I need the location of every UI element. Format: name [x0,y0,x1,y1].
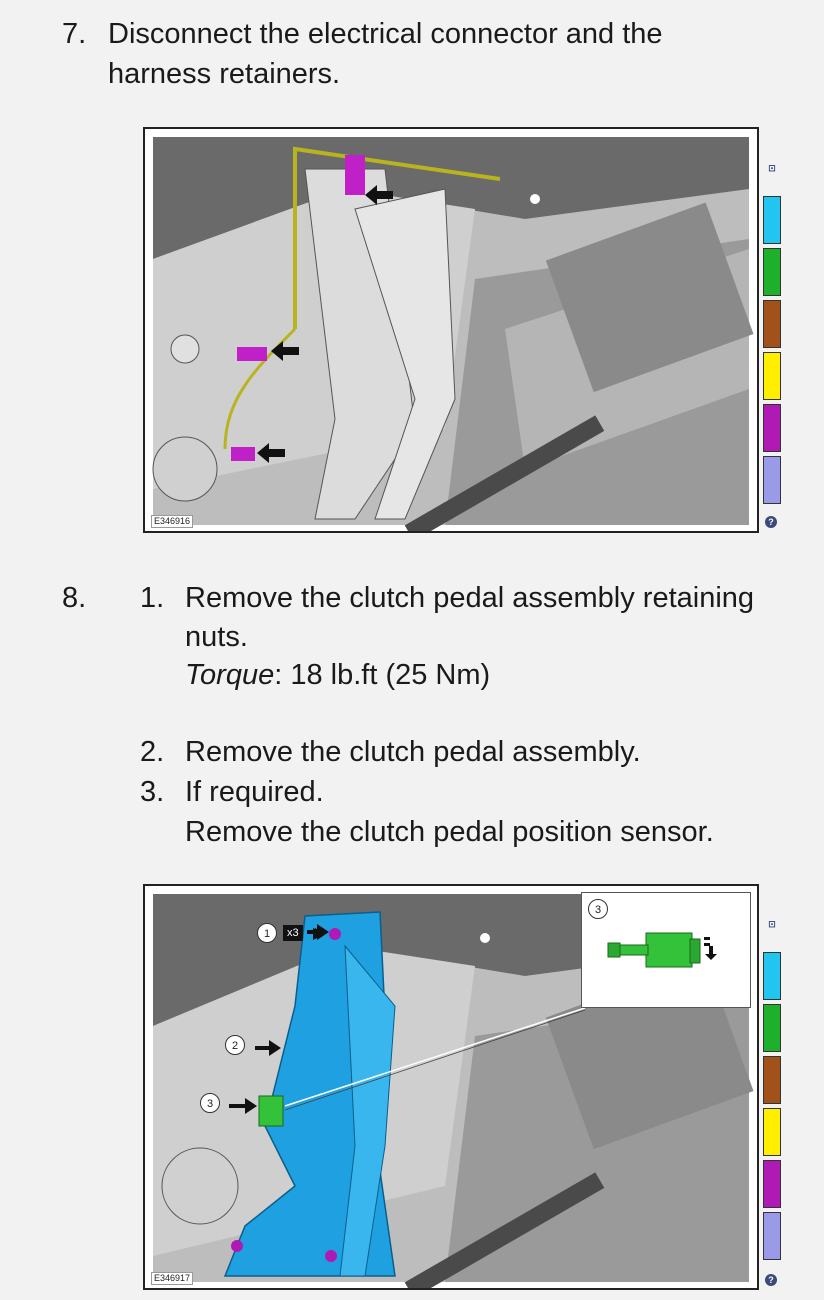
figure-2-callout-1: 1 [257,923,277,943]
sensor-drawing [607,932,717,968]
legend-2-icon[interactable]: ⊡ [768,919,776,929]
step-8-number: 8. [62,582,87,614]
step-8-sub-3-line-2: Remove the clutch pedal position sensor. [185,816,714,848]
step-8-sub-2-text: Remove the clutch pedal assembly. [185,736,641,768]
step-7-number: 7. [62,18,87,50]
figure-2-id: E346917 [151,1272,194,1285]
step-8-sub-3-line-1: If required. [185,776,324,808]
figure-2-callout-3: 3 [200,1093,220,1113]
legend-1-swatch-yellow[interactable] [763,352,781,400]
legend-2-swatch-lavender[interactable] [763,1212,781,1260]
legend-2-swatch-magenta[interactable] [763,1160,781,1208]
figure-1-illustration: E346916 [143,127,759,533]
step-7-line-2: harness retainers. [108,58,341,90]
legend-2-swatch-brown[interactable] [763,1056,781,1104]
figure-2-inset: 3 [581,892,751,1008]
step-7-line-1: Disconnect the electrical connector and … [108,18,663,50]
figure-1-drawing [152,137,754,531]
help-icon-2[interactable]: ? [765,1274,777,1286]
legend-1-swatch-brown[interactable] [763,300,781,348]
torque-label: Torque [185,659,275,691]
step-8-sub-1-number: 1. [140,582,165,614]
legend-1-icon[interactable]: ⊡ [768,163,776,173]
step-8-sub-3-number: 3. [140,776,165,808]
legend-1-swatch-magenta[interactable] [763,404,781,452]
help-icon[interactable]: ? [765,516,777,528]
step-8-sub-2-number: 2. [140,736,165,768]
legend-1-swatch-green[interactable] [763,248,781,296]
legend-1 [763,196,781,508]
step-8-sub-1-line-2: nuts. [185,621,248,653]
figure-1-id: E346916 [151,515,194,528]
legend-2-swatch-yellow[interactable] [763,1108,781,1156]
legend-2-swatch-cyan[interactable] [763,952,781,1000]
legend-1-swatch-cyan[interactable] [763,196,781,244]
torque-value: : 18 lb.ft (25 Nm) [274,659,491,691]
figure-2-quantity-badge: x3 [283,925,303,941]
legend-1-swatch-lavender[interactable] [763,456,781,504]
torque-spec: Torque: 18 lb.ft (25 Nm) [185,655,490,695]
legend-2 [763,952,781,1264]
figure-2-illustration: 1 x3 2 3 3 E346917 [143,884,759,1290]
step-8-sub-1-line-1: Remove the clutch pedal assembly retaini… [185,582,755,614]
legend-2-swatch-green[interactable] [763,1004,781,1052]
figure-2-inset-callout: 3 [588,899,608,919]
figure-2-callout-2: 2 [225,1035,245,1055]
